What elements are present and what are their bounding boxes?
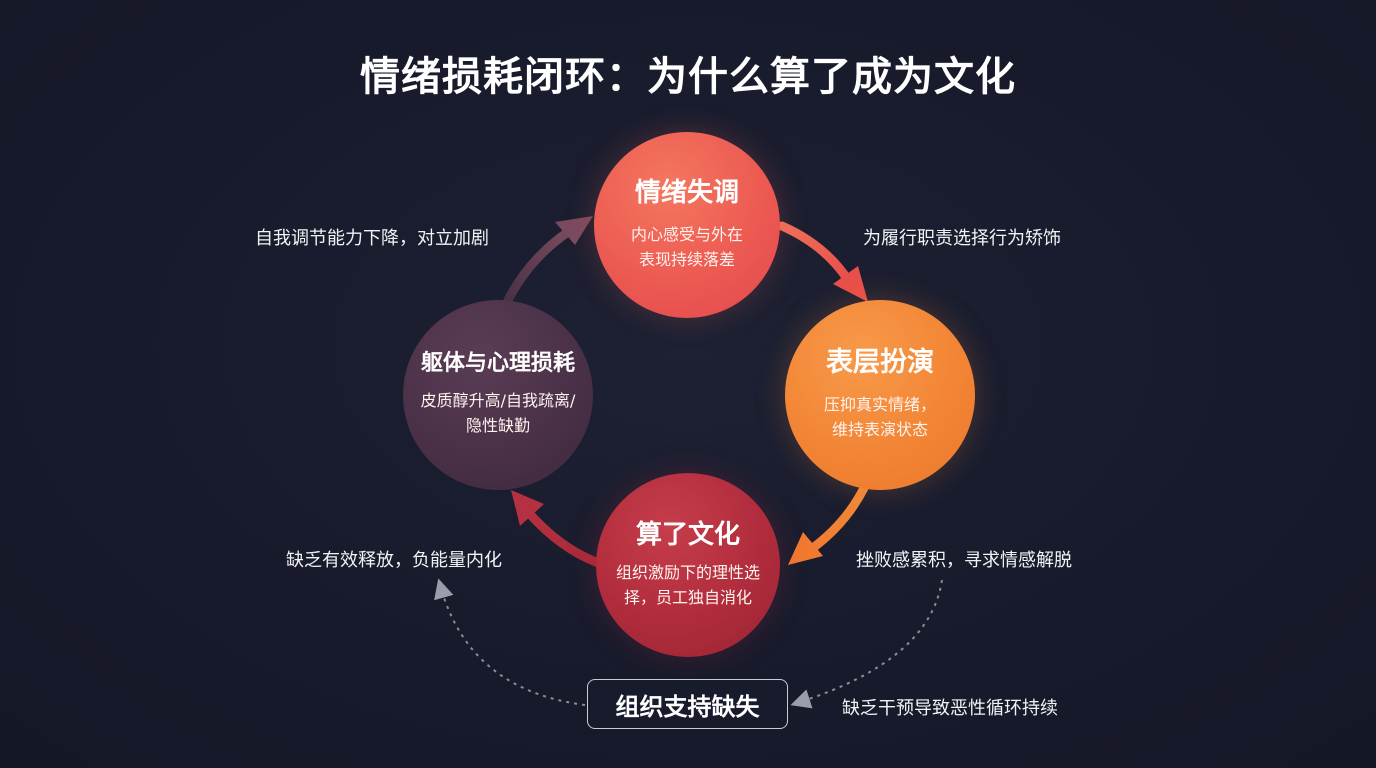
node-let-it-go-culture: 算了文化 组织激励下的理性选 择，员工独自消化 <box>596 473 780 657</box>
node-title: 算了文化 <box>635 519 740 550</box>
arrow-right-to-bottom <box>805 483 869 555</box>
edge-label-top-to-right: 为履行职责选择行为矫饰 <box>863 228 1061 249</box>
edge-label-bottom-to-left: 缺乏有效释放，负能量内化 <box>286 550 502 571</box>
node-surface-acting: 表层扮演 压抑真实情绪， 维持表演状态 <box>785 300 975 490</box>
arrow-bottom-to-left-head <box>511 490 544 526</box>
support-missing-box: 组织支持缺失 <box>587 679 788 729</box>
node-description: 组织激励下的理性选 择，员工独自消化 <box>615 562 760 607</box>
arrow-left-to-top-head <box>555 216 593 245</box>
node-emotional-dissonance: 情绪失调 内心感受与外在 表现持续落差 <box>594 132 780 318</box>
node-title: 情绪失调 <box>634 177 739 208</box>
arrow-left-to-top <box>503 227 573 305</box>
arrow-top-to-right <box>777 221 853 285</box>
node-title: 躯体与心理损耗 <box>420 351 575 376</box>
node-description: 内心感受与外在 表现持续落差 <box>630 224 743 269</box>
edge-label-right-to-bottom: 挫败感累积，寻求情感解脱 <box>856 550 1072 571</box>
dotted-arrow-support-to-left <box>434 578 586 706</box>
node-description: 皮质醇升高/自我疏离/ 隐性缺勤 <box>420 391 576 436</box>
edge-label-left-to-top: 自我调节能力下降，对立加剧 <box>255 228 489 249</box>
node-title: 表层扮演 <box>826 347 934 378</box>
page-title: 情绪损耗闭环：为什么算了成为文化 <box>360 54 1016 100</box>
node-description: 压抑真实情绪， 维持表演状态 <box>823 395 936 440</box>
arrow-right-to-bottom-head <box>788 532 823 565</box>
edge-label-support: 缺乏干预导致恶性循环持续 <box>842 698 1058 719</box>
arrow-top-to-right-head <box>833 266 868 302</box>
dotted-arrow-right-to-support <box>790 579 943 709</box>
node-physical-mental-depletion: 躯体与心理损耗 皮质醇升高/自我疏离/ 隐性缺勤 <box>403 300 593 490</box>
arrow-bottom-to-left <box>523 507 601 567</box>
